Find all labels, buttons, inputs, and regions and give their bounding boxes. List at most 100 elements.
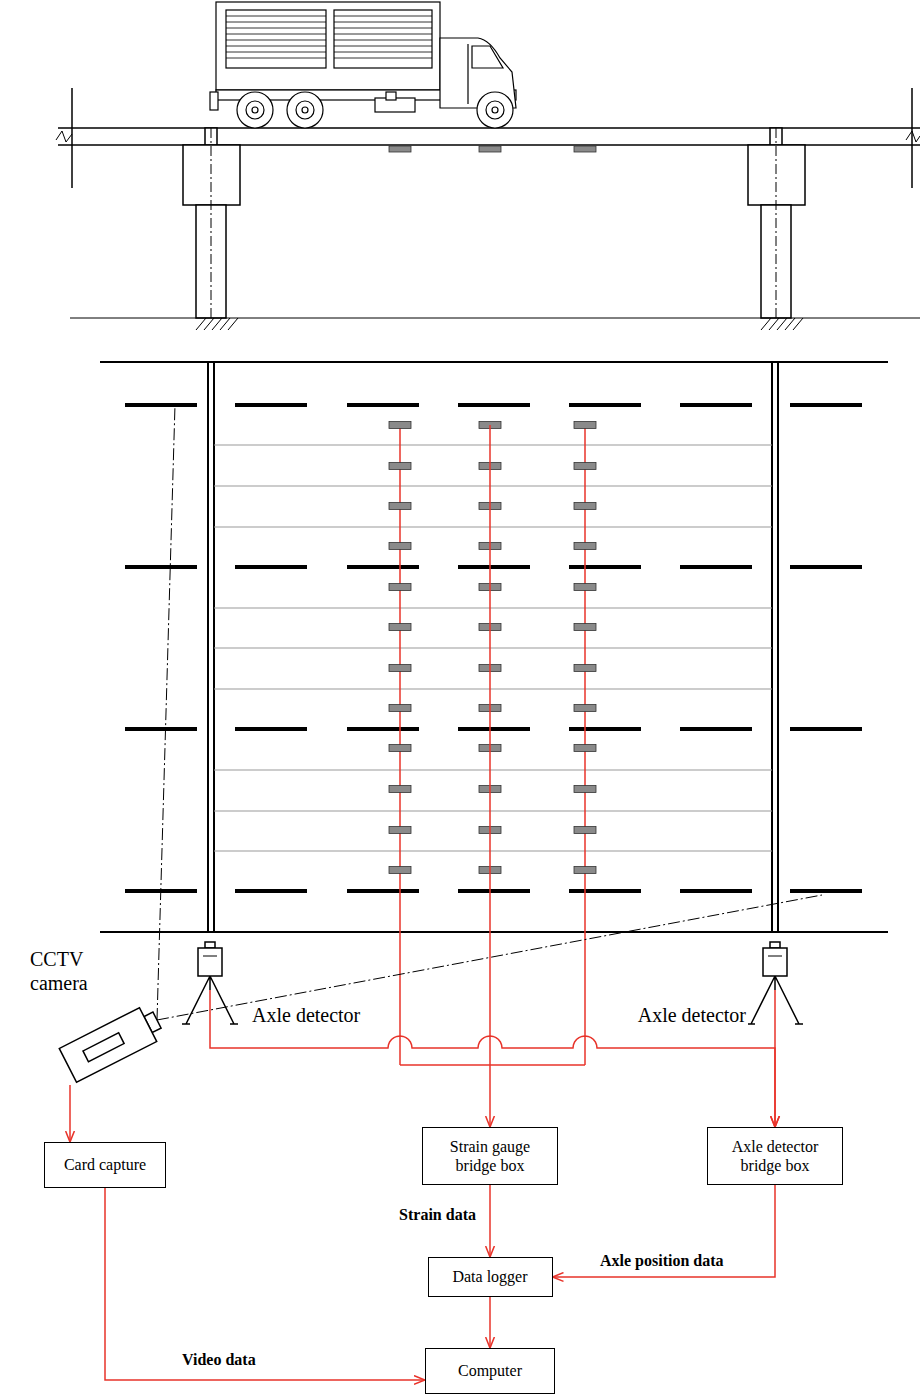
process-box: Computer xyxy=(425,1348,555,1394)
bridge-elevation xyxy=(761,318,803,330)
axle-detector-symbol xyxy=(198,948,222,976)
bridge-plan xyxy=(100,362,888,932)
lane-dash xyxy=(458,889,530,893)
lane-dash xyxy=(125,403,197,407)
axle-detector-symbol xyxy=(763,948,787,976)
box-label: Data logger xyxy=(440,1267,539,1286)
bridge-elevation xyxy=(56,88,920,330)
strain-gauge xyxy=(574,503,596,510)
bridge-plan xyxy=(100,361,888,363)
strain-gauge xyxy=(574,665,596,672)
girder-line xyxy=(214,850,772,851)
truck xyxy=(472,46,503,68)
signal-arrow xyxy=(69,1085,71,1142)
cctv-camera-symbol xyxy=(55,1005,160,1085)
truck xyxy=(486,101,504,119)
truck xyxy=(226,10,326,68)
truck-louver xyxy=(334,58,432,59)
axle-detector-symbol xyxy=(195,940,225,990)
box-label: Computer xyxy=(446,1361,534,1380)
truck xyxy=(296,101,314,119)
lane-dash xyxy=(235,403,307,407)
strain-gauge xyxy=(389,827,411,834)
lane-dash xyxy=(790,727,862,731)
strain-gauge xyxy=(574,624,596,631)
truck-louver xyxy=(226,22,326,23)
axle-detector-symbol xyxy=(747,976,803,1024)
strain-gauge xyxy=(574,422,596,429)
lane-dash xyxy=(790,565,862,569)
lane-dash xyxy=(125,727,197,731)
lane-dash xyxy=(569,403,641,407)
cctv-camera-symbol xyxy=(59,1008,156,1083)
truck xyxy=(334,10,432,68)
girder-line xyxy=(214,444,772,445)
signal-arrow xyxy=(489,1185,491,1257)
bridge-elevation xyxy=(211,128,212,318)
truck xyxy=(237,92,273,128)
truck xyxy=(210,2,516,128)
truck-louver xyxy=(226,40,326,41)
bridge-elevation xyxy=(70,318,920,319)
bridge-plan xyxy=(777,362,779,932)
axle-detector-symbol xyxy=(768,956,782,957)
strain-gauge xyxy=(574,543,596,550)
axle-detector: Axle detector xyxy=(195,940,225,990)
girder-line xyxy=(214,769,772,770)
lane-dash xyxy=(347,889,419,893)
truck xyxy=(246,101,264,119)
strain-gauge xyxy=(389,665,411,672)
signal-label: Axle position data xyxy=(598,1251,726,1270)
truck xyxy=(210,92,218,110)
strain-gauge xyxy=(389,584,411,591)
lane-dash xyxy=(790,889,862,893)
strain-gauge xyxy=(574,745,596,752)
truck-louver xyxy=(334,34,432,35)
camera-sight-line xyxy=(157,405,175,1020)
strain-gauge xyxy=(389,745,411,752)
axle-detector-symbol xyxy=(205,942,215,948)
bridge-plan xyxy=(771,362,773,932)
device-label: Axle detector xyxy=(636,1003,748,1027)
truck-louver xyxy=(334,52,432,53)
lane-dash xyxy=(347,565,419,569)
strain-gauge xyxy=(389,463,411,470)
strain-gauge xyxy=(389,503,411,510)
lane-dash xyxy=(790,403,862,407)
lane-dash xyxy=(680,403,752,407)
truck-louver xyxy=(226,46,326,47)
device-label: CCTV camera xyxy=(28,947,112,995)
strain-gauge xyxy=(574,867,596,874)
cctv-camera-symbol xyxy=(83,1033,124,1062)
bridge-elevation xyxy=(911,88,913,188)
axle-detector-symbol xyxy=(182,976,238,1024)
truck-louver xyxy=(226,16,326,17)
lane-dash xyxy=(347,403,419,407)
girder-line xyxy=(214,485,772,486)
truck-louver xyxy=(334,40,432,41)
strain-gauge xyxy=(574,584,596,591)
signal-arrow xyxy=(774,990,776,1127)
strain-gauge xyxy=(574,146,596,152)
strain-gauge xyxy=(389,867,411,874)
lane-dash xyxy=(458,727,530,731)
process-box: Card capture xyxy=(44,1142,166,1188)
bridge-elevation xyxy=(56,131,72,142)
truck xyxy=(477,92,513,128)
axle-detector-symbol xyxy=(203,956,217,957)
bridge-elevation xyxy=(906,131,920,142)
signal-arrow xyxy=(210,990,775,1127)
bridge-elevation xyxy=(71,88,73,188)
strain-gauge xyxy=(389,624,411,631)
truck xyxy=(252,107,258,113)
lane-markings xyxy=(125,405,862,1065)
strain-wire xyxy=(489,425,491,1127)
cctv-camera-symbol xyxy=(59,1003,165,1082)
signal-label: Video data xyxy=(180,1350,258,1369)
truck xyxy=(467,44,468,104)
truck-louver xyxy=(226,58,326,59)
bridge-elevation xyxy=(776,128,777,318)
lane-dash xyxy=(569,889,641,893)
lane-dash xyxy=(458,565,530,569)
girder-line xyxy=(214,688,772,689)
